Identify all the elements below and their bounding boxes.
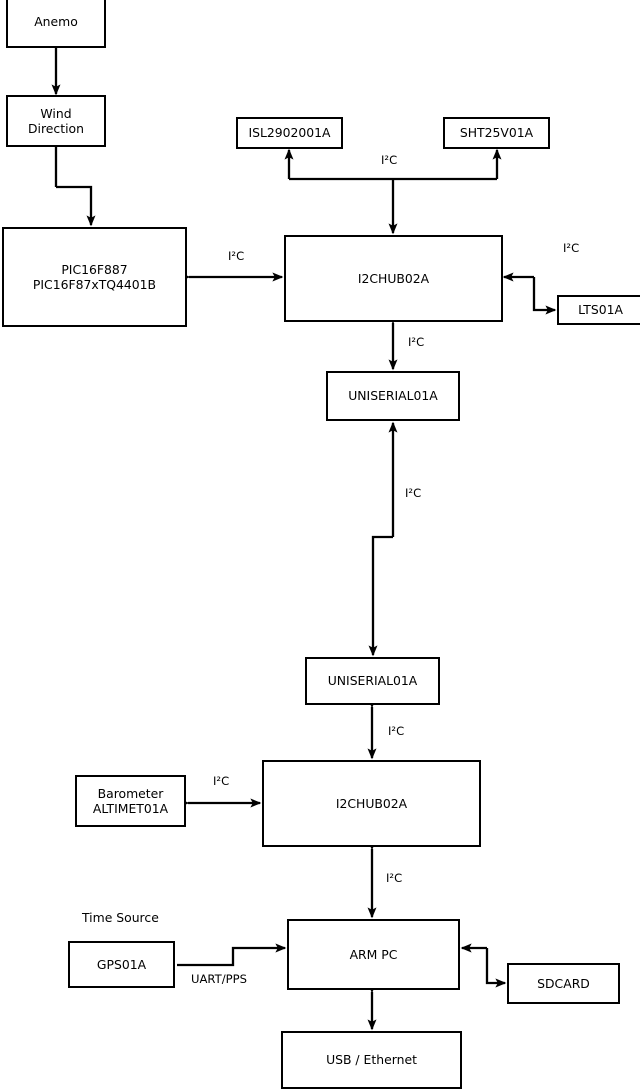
node-isl2902001a-label: ISL2902001A xyxy=(248,125,331,141)
node-arm-pc-label: ARM PC xyxy=(349,946,398,962)
node-sdcard[interactable]: SDCARD xyxy=(507,963,620,1004)
node-i2chub02a-top-label: I2CHUB02A xyxy=(357,270,430,286)
node-i2chub02a-bottom[interactable]: I2CHUB02A xyxy=(262,760,481,847)
node-wind-direction-label: Wind Direction xyxy=(28,105,84,137)
node-usb-ethernet[interactable]: USB / Ethernet xyxy=(281,1031,462,1089)
node-uniserial01a-bottom-label: UNISERIAL01A xyxy=(327,673,418,689)
node-pic-mcu-label: PIC16F887 PIC16F87xTQ4401B xyxy=(32,261,157,293)
node-sht25v01a[interactable]: SHT25V01A xyxy=(443,117,550,149)
edge-label-i2c-hub-uniserial: I²C xyxy=(408,335,425,349)
node-sht25v01a-label: SHT25V01A xyxy=(459,125,534,141)
node-anemo[interactable]: Anemo xyxy=(6,0,106,48)
node-pic-mcu[interactable]: PIC16F887 PIC16F87xTQ4401B xyxy=(2,227,187,327)
node-gps01a-label: GPS01A xyxy=(96,956,147,972)
node-uniserial01a-top[interactable]: UNISERIAL01A xyxy=(326,371,460,421)
edge-label-i2c-sensor-bus: I²C xyxy=(381,153,398,167)
node-barometer-altimet01a-label: Barometer ALTIMET01A xyxy=(92,785,169,817)
edge-label-i2c-uniserial-uniserial: I²C xyxy=(405,486,422,500)
connector-gps-to-armpc xyxy=(177,943,287,967)
edge-label-i2c-hub-lts: I²C xyxy=(563,241,580,255)
node-i2chub02a-top[interactable]: I2CHUB02A xyxy=(284,235,503,322)
node-wind-direction[interactable]: Wind Direction xyxy=(6,95,106,147)
node-arm-pc[interactable]: ARM PC xyxy=(287,919,460,990)
node-barometer-altimet01a[interactable]: Barometer ALTIMET01A xyxy=(75,775,186,827)
connector-wind-pic-down xyxy=(56,185,96,227)
connector-uniserialtop-to-uniserialbot xyxy=(368,535,393,657)
node-usb-ethernet-label: USB / Ethernet xyxy=(326,1052,417,1068)
node-uniserial01a-bottom[interactable]: UNISERIAL01A xyxy=(305,657,440,705)
node-isl2902001a[interactable]: ISL2902001A xyxy=(236,117,343,149)
node-uniserial01a-top-label: UNISERIAL01A xyxy=(348,388,438,404)
edge-label-i2c-barometer-hub: I²C xyxy=(213,774,230,788)
edge-label-i2c-uniserial-hub: I²C xyxy=(388,724,405,738)
edge-label-i2c-hub-armpc: I²C xyxy=(386,871,403,885)
node-lts01a-label: LTS01A xyxy=(578,302,623,318)
edge-label-uart-pps: UART/PPS xyxy=(191,972,247,986)
connector-hubtop-to-lts xyxy=(532,277,557,315)
label-time-source: Time Source xyxy=(82,910,159,925)
edge-label-i2c-pic-hub: I²C xyxy=(228,249,245,263)
node-lts01a[interactable]: LTS01A xyxy=(557,295,640,325)
node-anemo-label: Anemo xyxy=(34,14,78,30)
node-gps01a[interactable]: GPS01A xyxy=(68,941,175,988)
node-sdcard-label: SDCARD xyxy=(537,975,590,991)
connector-armpc-to-sdcard xyxy=(485,948,507,988)
node-i2chub02a-bottom-label: I2CHUB02A xyxy=(335,795,408,811)
